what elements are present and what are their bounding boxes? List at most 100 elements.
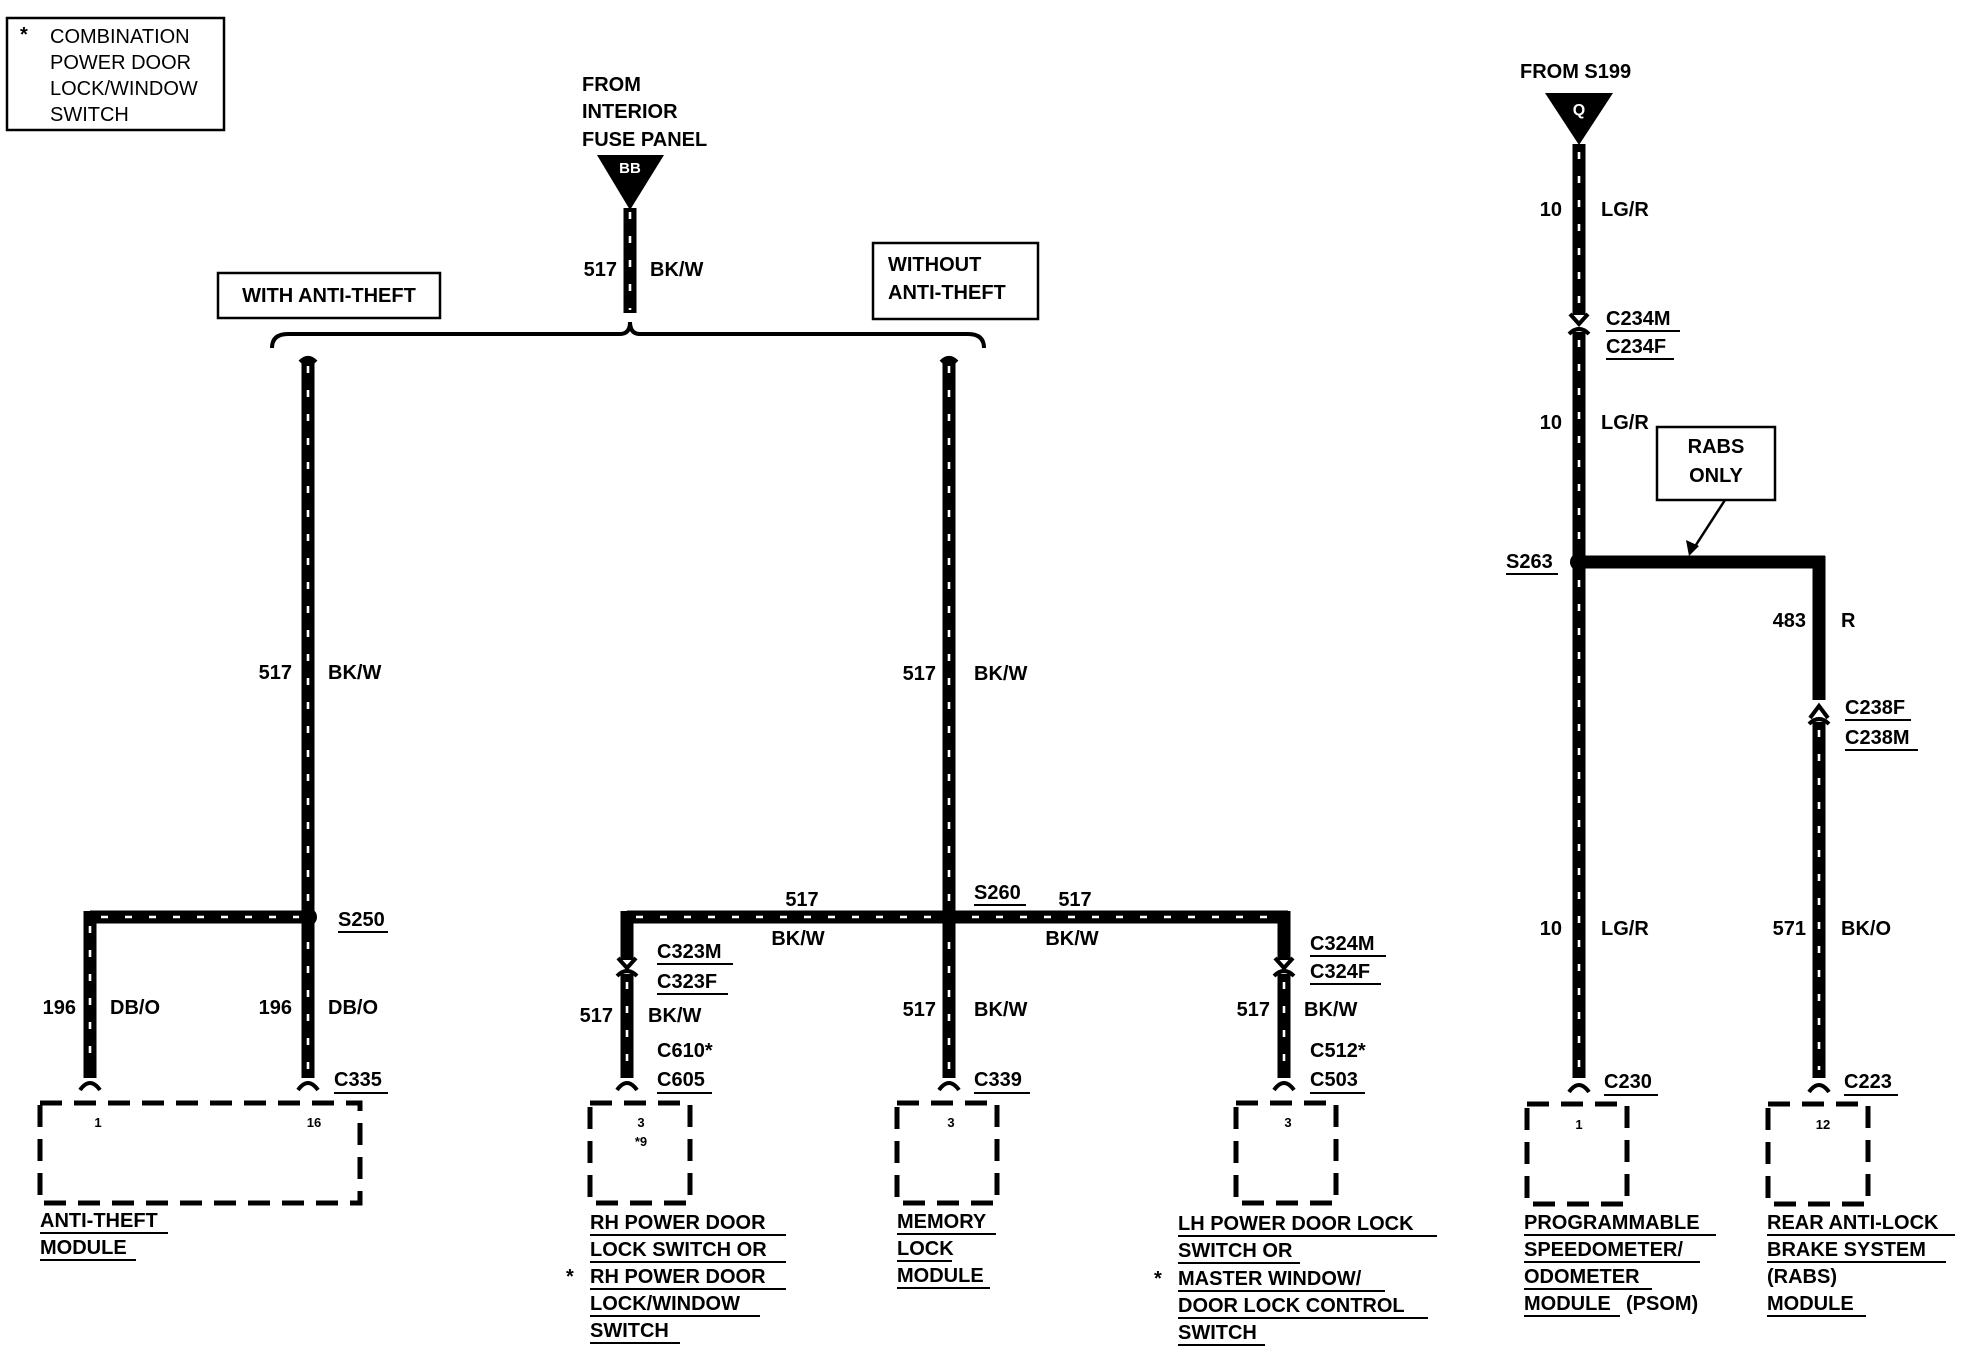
legend-line-3: LOCK/WINDOW [50, 78, 198, 100]
lh-switch-label-5: SWITCH [1178, 1322, 1257, 1344]
wire-10-top-color: LG/R [1601, 199, 1649, 221]
option-brace [270, 321, 986, 349]
fuse-panel-source: FROM INTERIOR FUSE PANEL BB [582, 74, 707, 210]
fuse-source-line-2: INTERIOR [582, 101, 678, 123]
rabs-label-2: BRAKE SYSTEM [1767, 1239, 1926, 1261]
lh-switch-label-3: MASTER WINDOW/ [1178, 1268, 1362, 1290]
wire-517-lh-number: 517 [1237, 999, 1270, 1021]
s199-source-label: FROM S199 [1520, 61, 1631, 83]
anti-theft-label-2: MODULE [40, 1237, 127, 1259]
memory-lock-label-3: MODULE [897, 1265, 984, 1287]
rabs-module-box [1765, 1101, 1871, 1207]
wire-517-left-color: BK/W [328, 662, 381, 684]
legend-line-4: SWITCH [50, 104, 129, 126]
splice-s260-label: S260 [974, 882, 1021, 904]
wire-196-right-number: 196 [259, 997, 292, 1019]
rabs-label-3: (RABS) [1767, 1266, 1837, 1288]
legend: * COMBINATION POWER DOOR LOCK/WINDOW SWI… [5, 16, 226, 132]
wire-571-color: BK/O [1841, 918, 1891, 940]
psom-label-2: SPEEDOMETER/ [1524, 1239, 1683, 1261]
wire-10-bottom-color: LG/R [1601, 918, 1649, 940]
rabs-label-1: REAR ANTI-LOCK [1767, 1212, 1939, 1234]
wire-517-feed-number: 517 [584, 259, 617, 281]
fuse-source-line-3: FUSE PANEL [582, 129, 707, 151]
rh-switch-box [587, 1100, 693, 1206]
psom-label-3: ODOMETER [1524, 1266, 1640, 1288]
rh-switch-pin-3: 3 [637, 1115, 644, 1130]
lh-switch-label-1: LH POWER DOOR LOCK [1178, 1213, 1414, 1235]
connector-c323f: C323F [657, 971, 717, 993]
wire-517-lh-color: BK/W [1304, 999, 1357, 1021]
anti-theft-pin-1: 1 [94, 1115, 101, 1130]
wire-517-rh-color: BK/W [648, 1005, 701, 1027]
wire-517-rh-number: 517 [580, 1005, 613, 1027]
with-anti-theft-label: WITH ANTI-THEFT [242, 285, 416, 307]
connector-c238f: C238F [1845, 697, 1905, 719]
wire-517-bus-left-number: 517 [785, 889, 818, 911]
wire-517-memory-number: 517 [903, 999, 936, 1021]
memory-lock-label-2: LOCK [897, 1238, 954, 1260]
wire-10-bottom-number: 10 [1540, 918, 1562, 940]
lh-switch-box [1233, 1100, 1339, 1206]
splice-s250-label: S250 [338, 909, 385, 931]
wire-517-middle-number: 517 [903, 663, 936, 685]
wire-196-left-color: DB/O [110, 997, 160, 1019]
legend-line-1: COMBINATION [50, 26, 190, 48]
connector-c234m: C234M [1606, 308, 1670, 330]
rabs-only-line-2: ONLY [1689, 465, 1743, 487]
connector-c234f: C234F [1606, 336, 1666, 358]
rh-switch-label-2: LOCK SWITCH OR [590, 1239, 767, 1261]
splice-s260-dot [940, 908, 958, 926]
splice-s263-label: S263 [1506, 551, 1553, 573]
connector-c335: C335 [334, 1069, 382, 1091]
legend-box [5, 16, 226, 132]
legend-line-2: POWER DOOR [50, 52, 191, 74]
connector-c223: C223 [1844, 1071, 1892, 1093]
s199-symbol: Q [1573, 102, 1585, 119]
rabs-only-line-1: RABS [1688, 436, 1745, 458]
wire-517-left-number: 517 [259, 662, 292, 684]
connector-c605: C605 [657, 1069, 705, 1091]
wire-10-top-number: 10 [1540, 199, 1562, 221]
psom-label-1: PROGRAMMABLE [1524, 1212, 1700, 1234]
rh-switch-label-3: RH POWER DOOR [590, 1266, 766, 1288]
lh-switch-label-4: DOOR LOCK CONTROL [1178, 1295, 1405, 1317]
s199-triangle-icon [1545, 93, 1613, 145]
wire-517-bus-right-number: 517 [1058, 889, 1091, 911]
wire-517-middle-color: BK/W [974, 663, 1027, 685]
connector-c324m: C324M [1310, 933, 1374, 955]
wire-10-mid-color: LG/R [1601, 412, 1649, 434]
rh-switch-star: * [566, 1266, 574, 1288]
connector-c324f: C324F [1310, 961, 1370, 983]
legend-mark: * [20, 24, 28, 46]
memory-lock-pin-3: 3 [947, 1115, 954, 1130]
without-anti-theft-line-2: ANTI-THEFT [888, 282, 1006, 304]
rh-switch-pin-9: *9 [635, 1134, 647, 1149]
wire-196-right-color: DB/O [328, 997, 378, 1019]
connector-c339: C339 [974, 1069, 1022, 1091]
without-anti-theft-line-1: WITHOUT [888, 254, 981, 276]
wire-517-feed-color: BK/W [650, 259, 703, 281]
anti-theft-pin-16: 16 [307, 1115, 321, 1130]
memory-lock-box [894, 1100, 1000, 1206]
rh-switch-label-5: SWITCH [590, 1320, 669, 1342]
rh-switch-label-1: RH POWER DOOR [590, 1212, 766, 1234]
wire-517-bus-left-color: BK/W [771, 928, 824, 950]
connector-c512: C512* [1310, 1040, 1366, 1062]
anti-theft-module-box [37, 1100, 363, 1206]
psom-box [1524, 1101, 1630, 1207]
rabs-label-4: MODULE [1767, 1293, 1854, 1315]
anti-theft-label-1: ANTI-THEFT [40, 1210, 158, 1232]
memory-lock-label-1: MEMORY [897, 1211, 987, 1233]
wire-517-bus-right-color: BK/W [1045, 928, 1098, 950]
wire-483-color: R [1841, 610, 1856, 632]
wire-10-mid-number: 10 [1540, 412, 1562, 434]
rh-switch-label-4: LOCK/WINDOW [590, 1293, 740, 1315]
fuse-symbol: BB [619, 160, 641, 177]
with-anti-theft-box [216, 271, 442, 320]
connector-c238m: C238M [1845, 727, 1909, 749]
psom-pin-1: 1 [1575, 1117, 1582, 1132]
connector-c610: C610* [657, 1040, 713, 1062]
without-anti-theft-box [871, 241, 1040, 321]
